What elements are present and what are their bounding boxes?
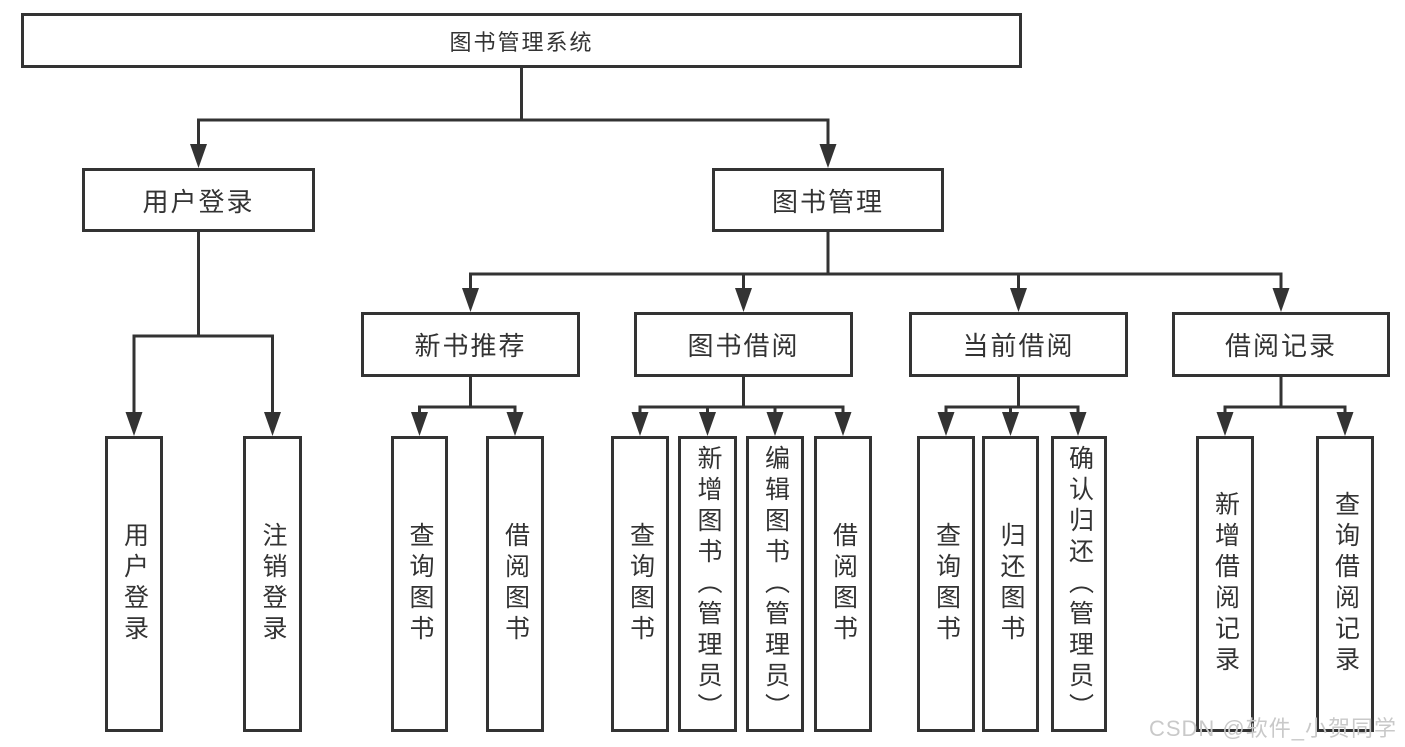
leaf-logout: 注销登录 [243, 436, 302, 732]
node-borrowing-records: 借阅记录 [1172, 312, 1390, 377]
node-library-management-system: 图书管理系统 [21, 13, 1022, 68]
leaf-confirm-return-admin: 确认归还（管理员） [1051, 436, 1107, 732]
leaf-query-borrow-record: 查询借阅记录 [1316, 436, 1374, 732]
node-new-book-recommend: 新书推荐 [361, 312, 580, 377]
leaf-user-login: 用户登录 [105, 436, 163, 732]
leaf-query-books-borrow: 查询图书 [611, 436, 669, 732]
csdn-watermark: CSDN @软件_小贺同学 [1148, 716, 1397, 741]
leaf-borrow-books-recommend: 借阅图书 [486, 436, 544, 732]
leaf-add-borrow-record: 新增借阅记录 [1196, 436, 1254, 732]
leaf-query-books-current: 查询图书 [917, 436, 975, 732]
node-user-login: 用户登录 [82, 168, 315, 232]
node-book-management: 图书管理 [712, 168, 944, 232]
node-current-borrowing: 当前借阅 [909, 312, 1128, 377]
leaf-query-books-recommend: 查询图书 [391, 436, 448, 732]
node-book-borrowing: 图书借阅 [634, 312, 853, 377]
leaf-borrow-books: 借阅图书 [814, 436, 872, 732]
leaf-return-books: 归还图书 [982, 436, 1039, 732]
leaf-edit-books-admin: 编辑图书（管理员） [746, 436, 804, 732]
arrowhead-icons [125, 144, 1354, 436]
leaf-add-books-admin: 新增图书（管理员） [678, 436, 737, 732]
